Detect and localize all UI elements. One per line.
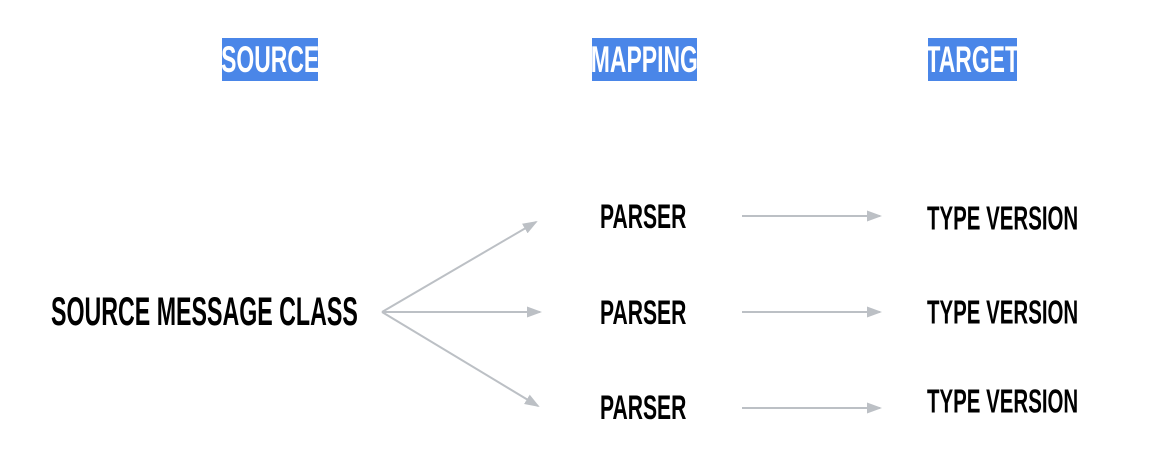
column-header-target: TARGET — [926, 38, 1019, 81]
column-header-target-label: TARGET — [926, 39, 1019, 80]
source-message-class-node: SOURCE MESSAGE CLASS — [51, 290, 358, 334]
parser-node-1: PARSER — [600, 198, 687, 236]
type-version-node-1: TYPE VERSION — [927, 199, 1079, 237]
type-version-node-2: TYPE VERSION — [927, 293, 1079, 331]
column-header-mapping: MAPPING — [590, 38, 699, 81]
type-version-node-3: TYPE VERSION — [927, 382, 1079, 420]
column-header-source: SOURCE — [220, 38, 320, 81]
fan-arrow-top — [381, 220, 538, 313]
column-header-mapping-label: MAPPING — [590, 39, 699, 80]
column-header-source-label: SOURCE — [220, 39, 320, 80]
parser-node-2: PARSER — [600, 294, 687, 332]
fan-arrow-bottom — [381, 311, 540, 408]
parser-node-3: PARSER — [600, 389, 687, 427]
